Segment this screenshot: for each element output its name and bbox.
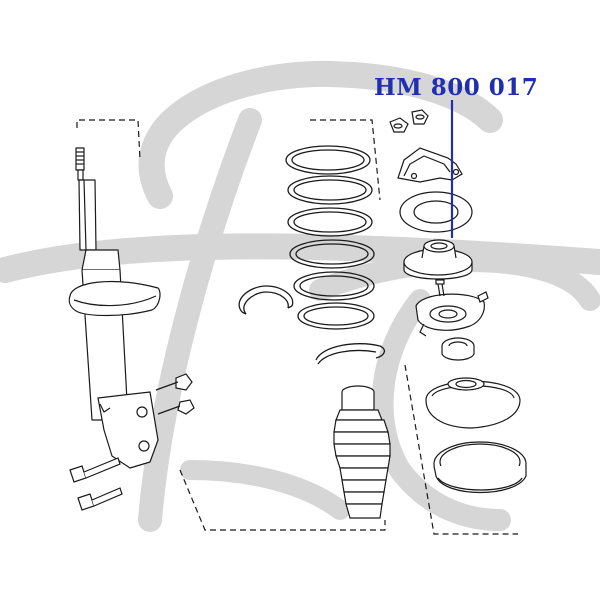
mount-nuts	[389, 109, 429, 133]
spring-seat-ring	[238, 285, 294, 315]
mount-with-studs	[415, 279, 489, 337]
coil-spring	[285, 145, 385, 365]
strut-assembly	[68, 147, 161, 469]
part-number-label: HM 800 017	[374, 74, 539, 101]
group-brackets	[76, 119, 518, 535]
strut-mount	[403, 239, 473, 280]
bearing	[441, 337, 475, 361]
hf-logo-watermark	[0, 60, 600, 532]
insulator-plate	[399, 191, 473, 233]
dust-boot	[333, 385, 391, 519]
rubber-seat	[433, 441, 527, 493]
mount-bracket	[397, 147, 463, 183]
strut-bolts	[69, 373, 195, 511]
upper-spring-seat	[425, 377, 521, 429]
